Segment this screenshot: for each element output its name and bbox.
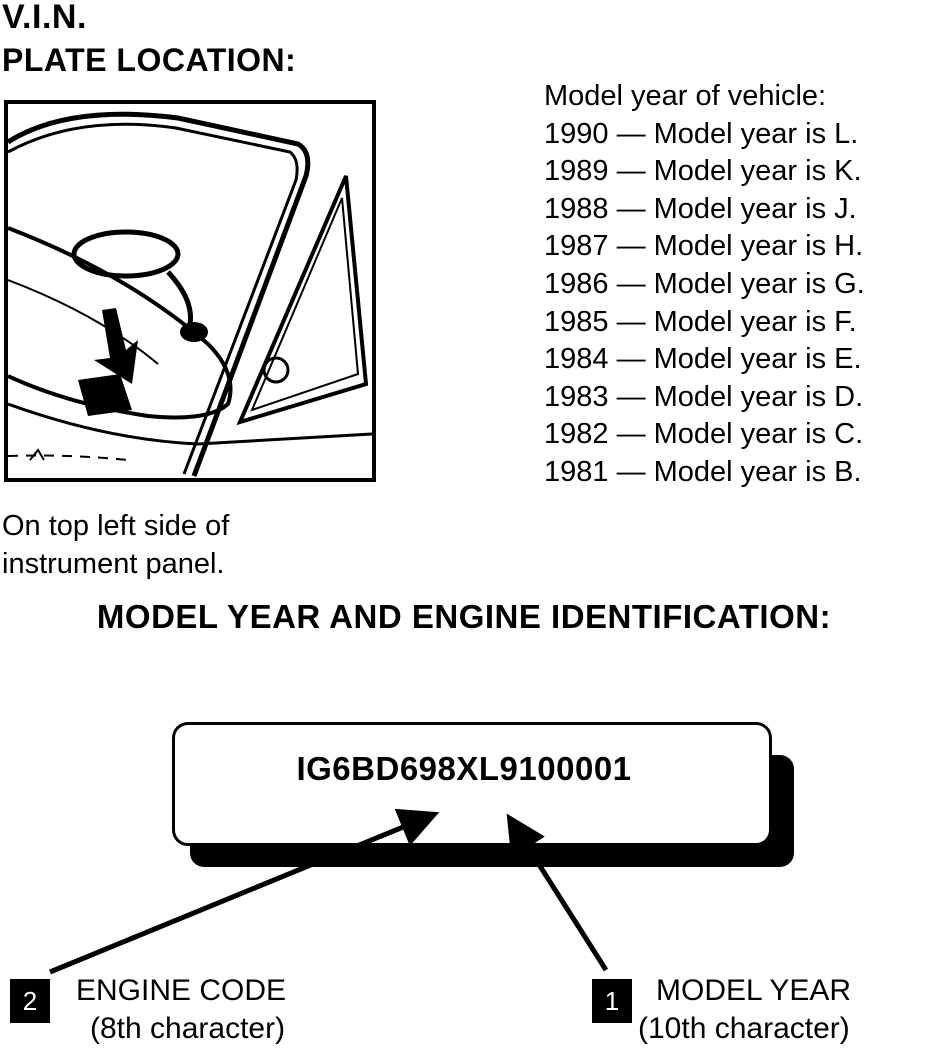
model-year-detail: (10th character) [638, 1012, 850, 1045]
model-engine-id-title: MODEL YEAR AND ENGINE IDENTIFICATION: [96, 598, 832, 635]
year-list-item: 1985 — Model year is F. [544, 305, 857, 338]
year-list-item: 1988 — Model year is J. [544, 192, 857, 225]
model-year-heading: Model year of vehicle: [544, 80, 827, 112]
year-list-item: 1989 — Model year is K. [544, 155, 862, 188]
year-list-item: 1986 — Model year is G. [544, 267, 865, 300]
model-year-number-badge: 1 [592, 979, 632, 1023]
year-list-item: 1982 — Model year is C. [544, 418, 864, 451]
year-list-item: 1990 — Model year is L. [544, 117, 859, 150]
dashboard-illustration [4, 100, 376, 482]
vin-plate [172, 722, 772, 846]
plate-location-caption: On top left side of [2, 510, 230, 542]
plate-location-title: PLATE LOCATION: [2, 42, 297, 78]
year-list-item: 1984 — Model year is E. [544, 343, 862, 376]
year-list-item: 1983 — Model year is D. [544, 380, 864, 413]
engine-code-callout: ENGINE CODE (8th character) [76, 972, 286, 1048]
engine-code-number-badge: 2 [10, 979, 50, 1023]
model-year-arrow [506, 813, 609, 972]
engine-code-label: ENGINE CODE [76, 974, 287, 1007]
vin-title: V.I.N. [2, 0, 87, 36]
model-year-list: Model year of vehicle: 1990 — Model year… [544, 78, 865, 492]
model-year-label: MODEL YEAR [656, 974, 852, 1007]
year-list-item: 1987 — Model year is H. [544, 230, 864, 263]
year-list-item: 1981 — Model year is B. [544, 455, 862, 488]
engine-code-detail: (8th character) [90, 1012, 286, 1045]
plate-location-caption-line2: instrument panel. [2, 548, 225, 580]
engine-code-arrow [49, 808, 440, 975]
model-year-callout: MODEL YEAR (10th character) [638, 972, 851, 1048]
vin-code: IG6BD698XL9100001 [296, 750, 632, 787]
dashboard-arrow-icon [8, 111, 372, 477]
